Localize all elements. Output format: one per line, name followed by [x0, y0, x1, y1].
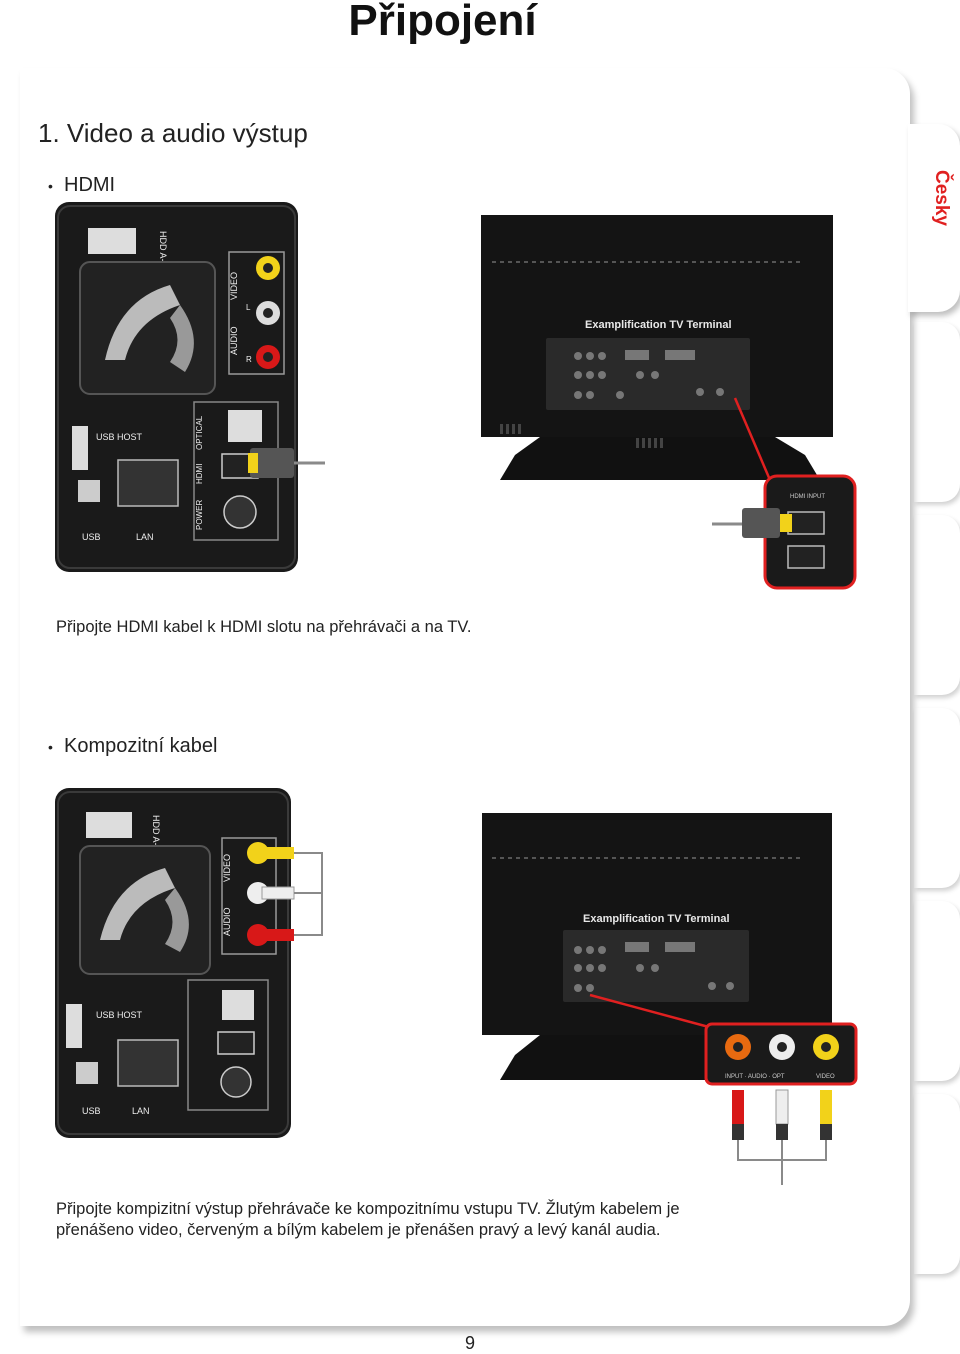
audio-label: AUDIO — [229, 326, 239, 355]
tv-brand-label-2: Examplification TV Terminal — [583, 913, 730, 925]
usb-host-label-2: USB HOST — [96, 1010, 143, 1020]
language-tab-label: Česky — [931, 170, 952, 226]
rca-plugs-player-end — [247, 842, 323, 946]
hdmi-caption: Připojte HDMI kabel k HDMI slotu na přeh… — [56, 618, 472, 636]
composite-inset-label-left: INPUT · AUDIO · OPT — [725, 1074, 785, 1080]
hdd-label: HDD A-B — [158, 231, 168, 268]
section-heading: 1. Video a audio výstup — [38, 118, 308, 148]
lan-label: LAN — [136, 532, 154, 542]
hdmi-cable-player-end — [248, 448, 325, 478]
hdmi-subheading: HDMI — [48, 174, 115, 198]
lan-label-2: LAN — [132, 1106, 150, 1116]
side-tab-3[interactable] — [914, 515, 960, 695]
side-tab-6[interactable] — [914, 1094, 960, 1274]
side-tab-5[interactable] — [914, 901, 960, 1081]
tv-composite-inset: INPUT · AUDIO · OPT VIDEO — [704, 1022, 858, 1086]
video-label: VIDEO — [229, 272, 239, 300]
tv-brand-label: Examplification TV Terminal — [585, 319, 732, 331]
player-rear-illustration-2: HDD A-B VIDEO AUDIO USB HOST USB LAN — [55, 788, 291, 1138]
power-label: POWER — [195, 500, 204, 530]
tv-hdmi-inset: HDMI INPUT — [763, 474, 857, 590]
side-tab-2[interactable] — [914, 322, 960, 502]
hdmi-port-label: HDMI — [195, 464, 204, 484]
video-label-2: VIDEO — [222, 854, 232, 882]
audio-label-2: AUDIO — [222, 907, 232, 936]
hdmi-connection-figure: Examplification TV Terminal HDMI INPUT — [55, 202, 857, 590]
page-number: 9 — [464, 1333, 475, 1353]
usb-label: USB — [82, 532, 101, 542]
composite-caption: Připojte kompizitní výstup přehrávače ke… — [56, 1199, 680, 1241]
l-label: L — [246, 303, 251, 312]
tv-rear-illustration-2: Examplification TV Terminal — [482, 813, 832, 1080]
composite-subheading: Kompozitní kabel — [48, 735, 217, 759]
rca-plugs-tv-end — [732, 1089, 832, 1185]
usb-host-label: USB HOST — [96, 432, 143, 442]
hdd-label-2: HDD A-B — [151, 815, 161, 852]
composite-caption-line-2: přenášeno video, červeným a bílým kabele… — [56, 1221, 661, 1239]
r-label: R — [246, 355, 252, 364]
composite-inset-label-right: VIDEO — [816, 1074, 835, 1080]
composite-caption-line-1: Připojte kompizitní výstup přehrávače ke… — [56, 1200, 680, 1218]
side-tab-4[interactable] — [914, 708, 960, 888]
hdmi-cable-tv-end — [712, 508, 780, 538]
hdmi-inset-label: HDMI INPUT — [790, 494, 825, 500]
composite-connection-figure: Examplification TV Terminal INPUT · AUDI… — [55, 788, 858, 1185]
language-tab[interactable]: Česky — [908, 124, 960, 312]
page-title: Připojení — [348, 0, 537, 45]
tv-rear-illustration: Examplification TV Terminal — [481, 215, 833, 481]
optical-label: OPTICAL — [195, 415, 204, 450]
usb-label-2: USB — [82, 1106, 101, 1116]
player-rear-illustration: HDD A-B VIDEO AUDIO L R USB HOST OPTICAL… — [55, 202, 298, 572]
